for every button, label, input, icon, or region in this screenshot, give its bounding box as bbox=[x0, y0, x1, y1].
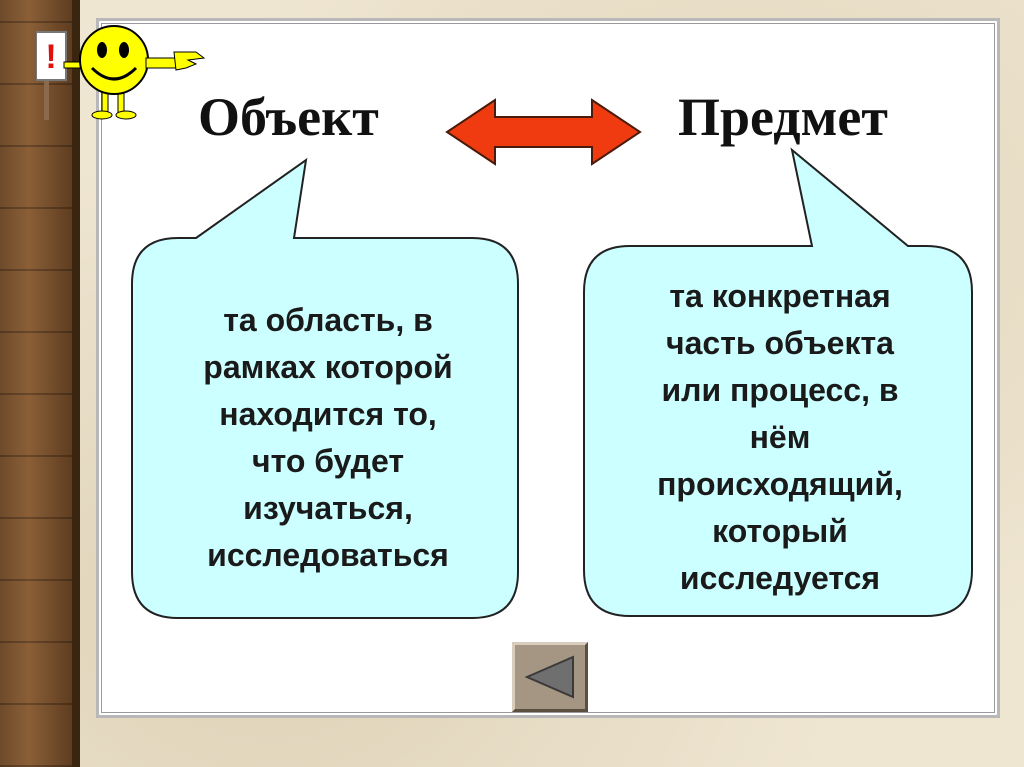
back-button[interactable] bbox=[512, 642, 588, 712]
wood-border-edge bbox=[72, 0, 80, 767]
object-definition-text: та область, в рамках которой находится т… bbox=[203, 302, 453, 573]
object-title: Объект bbox=[198, 87, 379, 147]
smiley-pointing-icon: ! bbox=[36, 25, 206, 120]
subject-title: Предмет bbox=[678, 87, 888, 147]
double-arrow-icon bbox=[445, 98, 642, 166]
wood-border bbox=[0, 0, 72, 767]
triangle-left-icon bbox=[524, 655, 574, 699]
mascot-sign-text: ! bbox=[45, 38, 56, 76]
object-speech-bubble bbox=[131, 157, 519, 619]
subject-definition-text: та конкретная часть объекта или процесс,… bbox=[657, 278, 903, 596]
subject-speech-bubble bbox=[583, 147, 973, 617]
